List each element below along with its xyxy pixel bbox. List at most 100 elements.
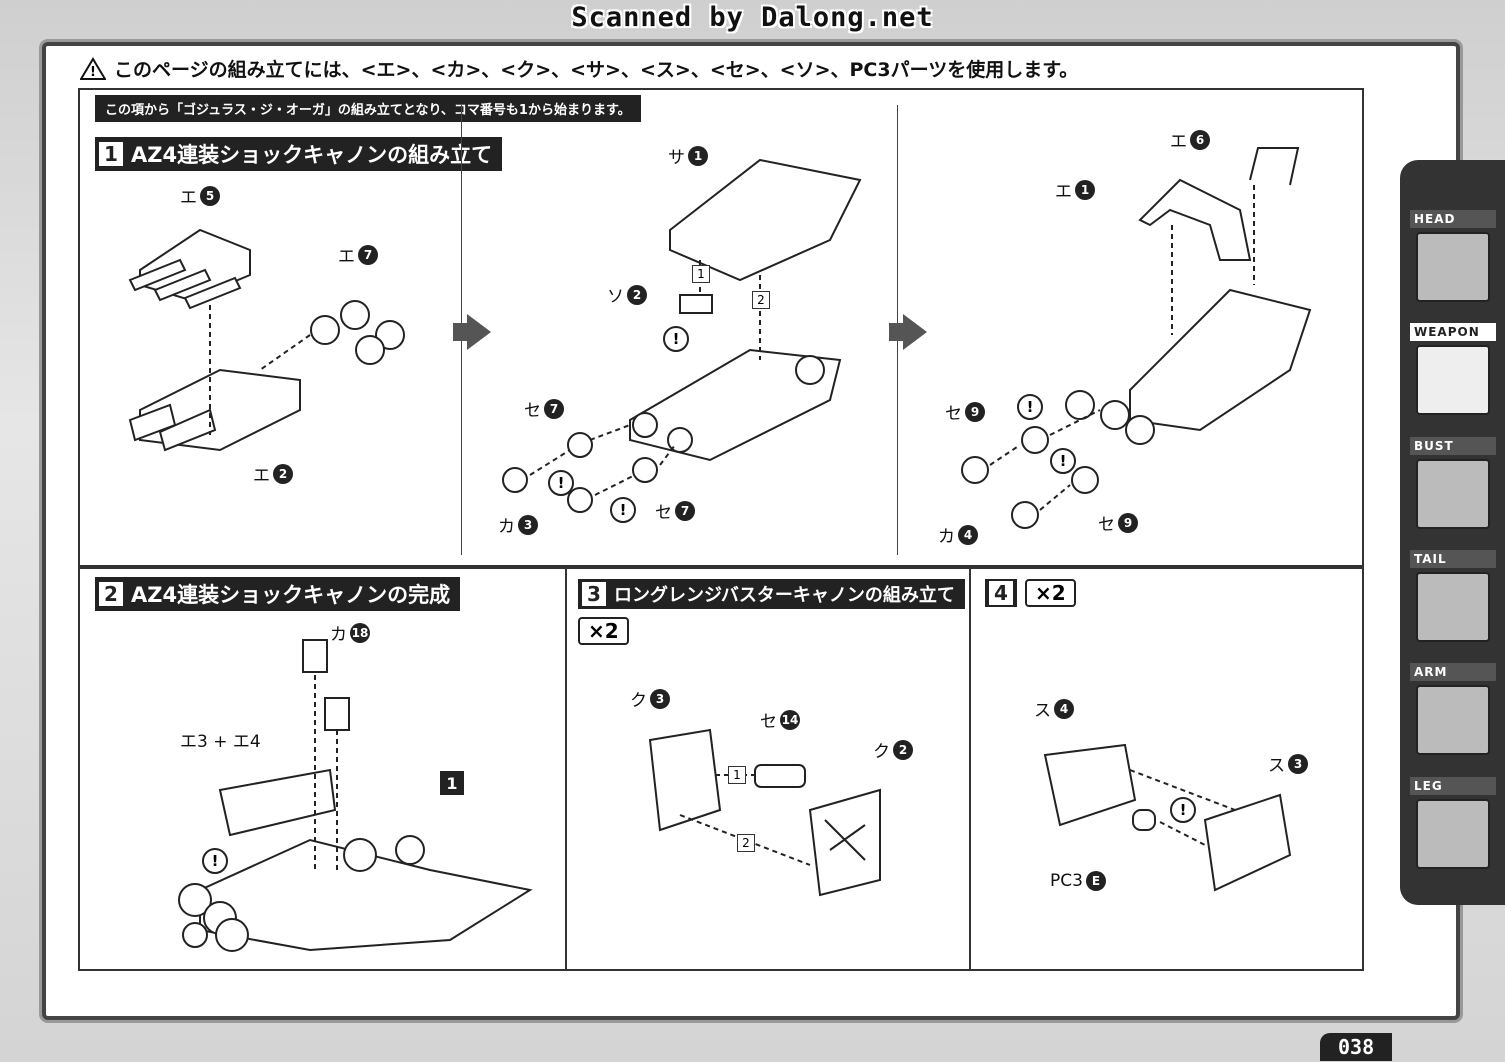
step2-number: 2 bbox=[99, 582, 123, 606]
label-e2-num: 2 bbox=[273, 463, 293, 484]
tab-bust-label: BUST bbox=[1410, 437, 1496, 455]
label-se14-kana: セ bbox=[760, 712, 777, 732]
caution-icon-2: ! bbox=[548, 470, 574, 496]
arm-icon bbox=[1416, 685, 1490, 755]
label-se7a-kana: セ bbox=[524, 401, 541, 421]
step2-title-bar: 2 AZ4連装ショックキャノンの完成 bbox=[95, 577, 461, 611]
warning-icon: ! bbox=[80, 56, 106, 80]
label-ka18-kana: カ bbox=[330, 625, 347, 645]
label-ku3-kana: ク bbox=[630, 691, 647, 711]
label-su3-num: 3 bbox=[1288, 753, 1308, 774]
label-e2-kana: エ bbox=[253, 466, 270, 486]
label-e1-kana: エ bbox=[1055, 182, 1072, 202]
label-su4-num: 4 bbox=[1054, 698, 1074, 719]
tab-arm[interactable]: ARM bbox=[1410, 663, 1496, 763]
tab-bust[interactable]: BUST bbox=[1410, 437, 1496, 537]
label-su3-kana: ス bbox=[1268, 756, 1285, 776]
label-ka4-kana: カ bbox=[938, 527, 955, 547]
label-sa1-num: 1 bbox=[688, 145, 708, 166]
caution-icon-6: ! bbox=[202, 848, 228, 874]
caution-icon-5: ! bbox=[1050, 448, 1076, 474]
step-marker-2: 2 bbox=[752, 291, 770, 309]
label-ku2-num: 2 bbox=[893, 739, 913, 760]
flow-arrow-1-body bbox=[453, 323, 467, 341]
flow-arrow-2-body bbox=[889, 323, 903, 341]
label-so2-kana: ソ bbox=[607, 287, 624, 307]
step4-title-bar: 4 bbox=[985, 579, 1017, 607]
weapon-icon bbox=[1416, 345, 1490, 415]
label-se7b-kana: セ bbox=[655, 503, 672, 523]
tab-leg-label: LEG bbox=[1410, 777, 1496, 795]
step3-title: ロングレンジバスターキャノンの組み立て bbox=[614, 585, 955, 606]
step3-panel bbox=[565, 567, 972, 971]
step2-drawing bbox=[178, 639, 533, 952]
tab-tail[interactable]: TAIL bbox=[1410, 550, 1496, 650]
label-so2-num: 2 bbox=[627, 284, 647, 305]
label-e7-num: 7 bbox=[358, 244, 378, 265]
label-se14-num: 14 bbox=[780, 709, 800, 730]
caution-icon-4: ! bbox=[1017, 394, 1043, 420]
page-number: 038 bbox=[1320, 1033, 1393, 1061]
tab-weapon[interactable]: WEAPON bbox=[1410, 323, 1496, 423]
caution-icon-3: ! bbox=[610, 497, 636, 523]
label-su4-kana: ス bbox=[1034, 701, 1051, 721]
label-ka4-num: 4 bbox=[958, 524, 978, 545]
flow-arrow-2 bbox=[903, 314, 927, 350]
label-e5-num: 5 bbox=[200, 185, 220, 206]
step-marker-1: 1 bbox=[692, 265, 710, 283]
label-se7b-num: 7 bbox=[675, 500, 695, 521]
label-ku2-kana: ク bbox=[873, 742, 890, 762]
svg-text:!: ! bbox=[90, 65, 96, 80]
tab-head[interactable]: HEAD bbox=[1410, 210, 1496, 310]
leg-icon bbox=[1416, 799, 1490, 869]
caution-icon-7: ! bbox=[1170, 797, 1196, 823]
label-sa1-kana: サ bbox=[668, 148, 685, 168]
big-step-marker: 1 bbox=[440, 771, 464, 795]
caution-icon-1: ! bbox=[663, 326, 689, 352]
tail-icon bbox=[1416, 572, 1490, 642]
label-e1-num: 1 bbox=[1075, 179, 1095, 200]
step4-number: 4 bbox=[989, 581, 1013, 605]
step1-right-drawing bbox=[961, 147, 1312, 529]
label-e7-kana: エ bbox=[338, 247, 355, 267]
head-icon bbox=[1416, 232, 1490, 302]
label-ku3-num: 3 bbox=[650, 688, 670, 709]
intro-note: この項から「ゴジュラス・ジ・オーガ」の組み立てとなり、コマ番号も1から始まります… bbox=[95, 95, 641, 122]
bust-icon bbox=[1416, 459, 1490, 529]
step1-title-bar: 1 AZ4連装ショックキャノンの組み立て bbox=[95, 137, 503, 171]
label-pc3-kana: PC3 bbox=[1050, 871, 1083, 891]
tab-leg[interactable]: LEG bbox=[1410, 777, 1496, 877]
label-se7a-num: 7 bbox=[544, 398, 564, 419]
step3-drawing bbox=[648, 728, 881, 897]
header-text: このページの組み立てには、<エ>、<カ>、<ク>、<サ>、<ス>、<セ>、<ソ>… bbox=[114, 59, 1079, 81]
label-e5-kana: エ bbox=[180, 188, 197, 208]
label-ka18-num: 18 bbox=[350, 622, 370, 643]
step2-title: AZ4連装ショックキャノンの完成 bbox=[131, 583, 451, 607]
label-se9a-kana: セ bbox=[945, 404, 962, 424]
step3-marker-1: 1 bbox=[728, 766, 746, 784]
step4-drawing bbox=[1043, 743, 1292, 892]
label-e6-kana: エ bbox=[1170, 132, 1187, 152]
tab-arm-label: ARM bbox=[1410, 663, 1496, 681]
label-e6-num: 6 bbox=[1190, 129, 1210, 150]
step4-multiplier: ×2 bbox=[1025, 579, 1076, 607]
label-pc3-num: E bbox=[1085, 871, 1106, 891]
label-se9a-num: 9 bbox=[965, 401, 985, 422]
tab-tail-label: TAIL bbox=[1410, 550, 1496, 568]
